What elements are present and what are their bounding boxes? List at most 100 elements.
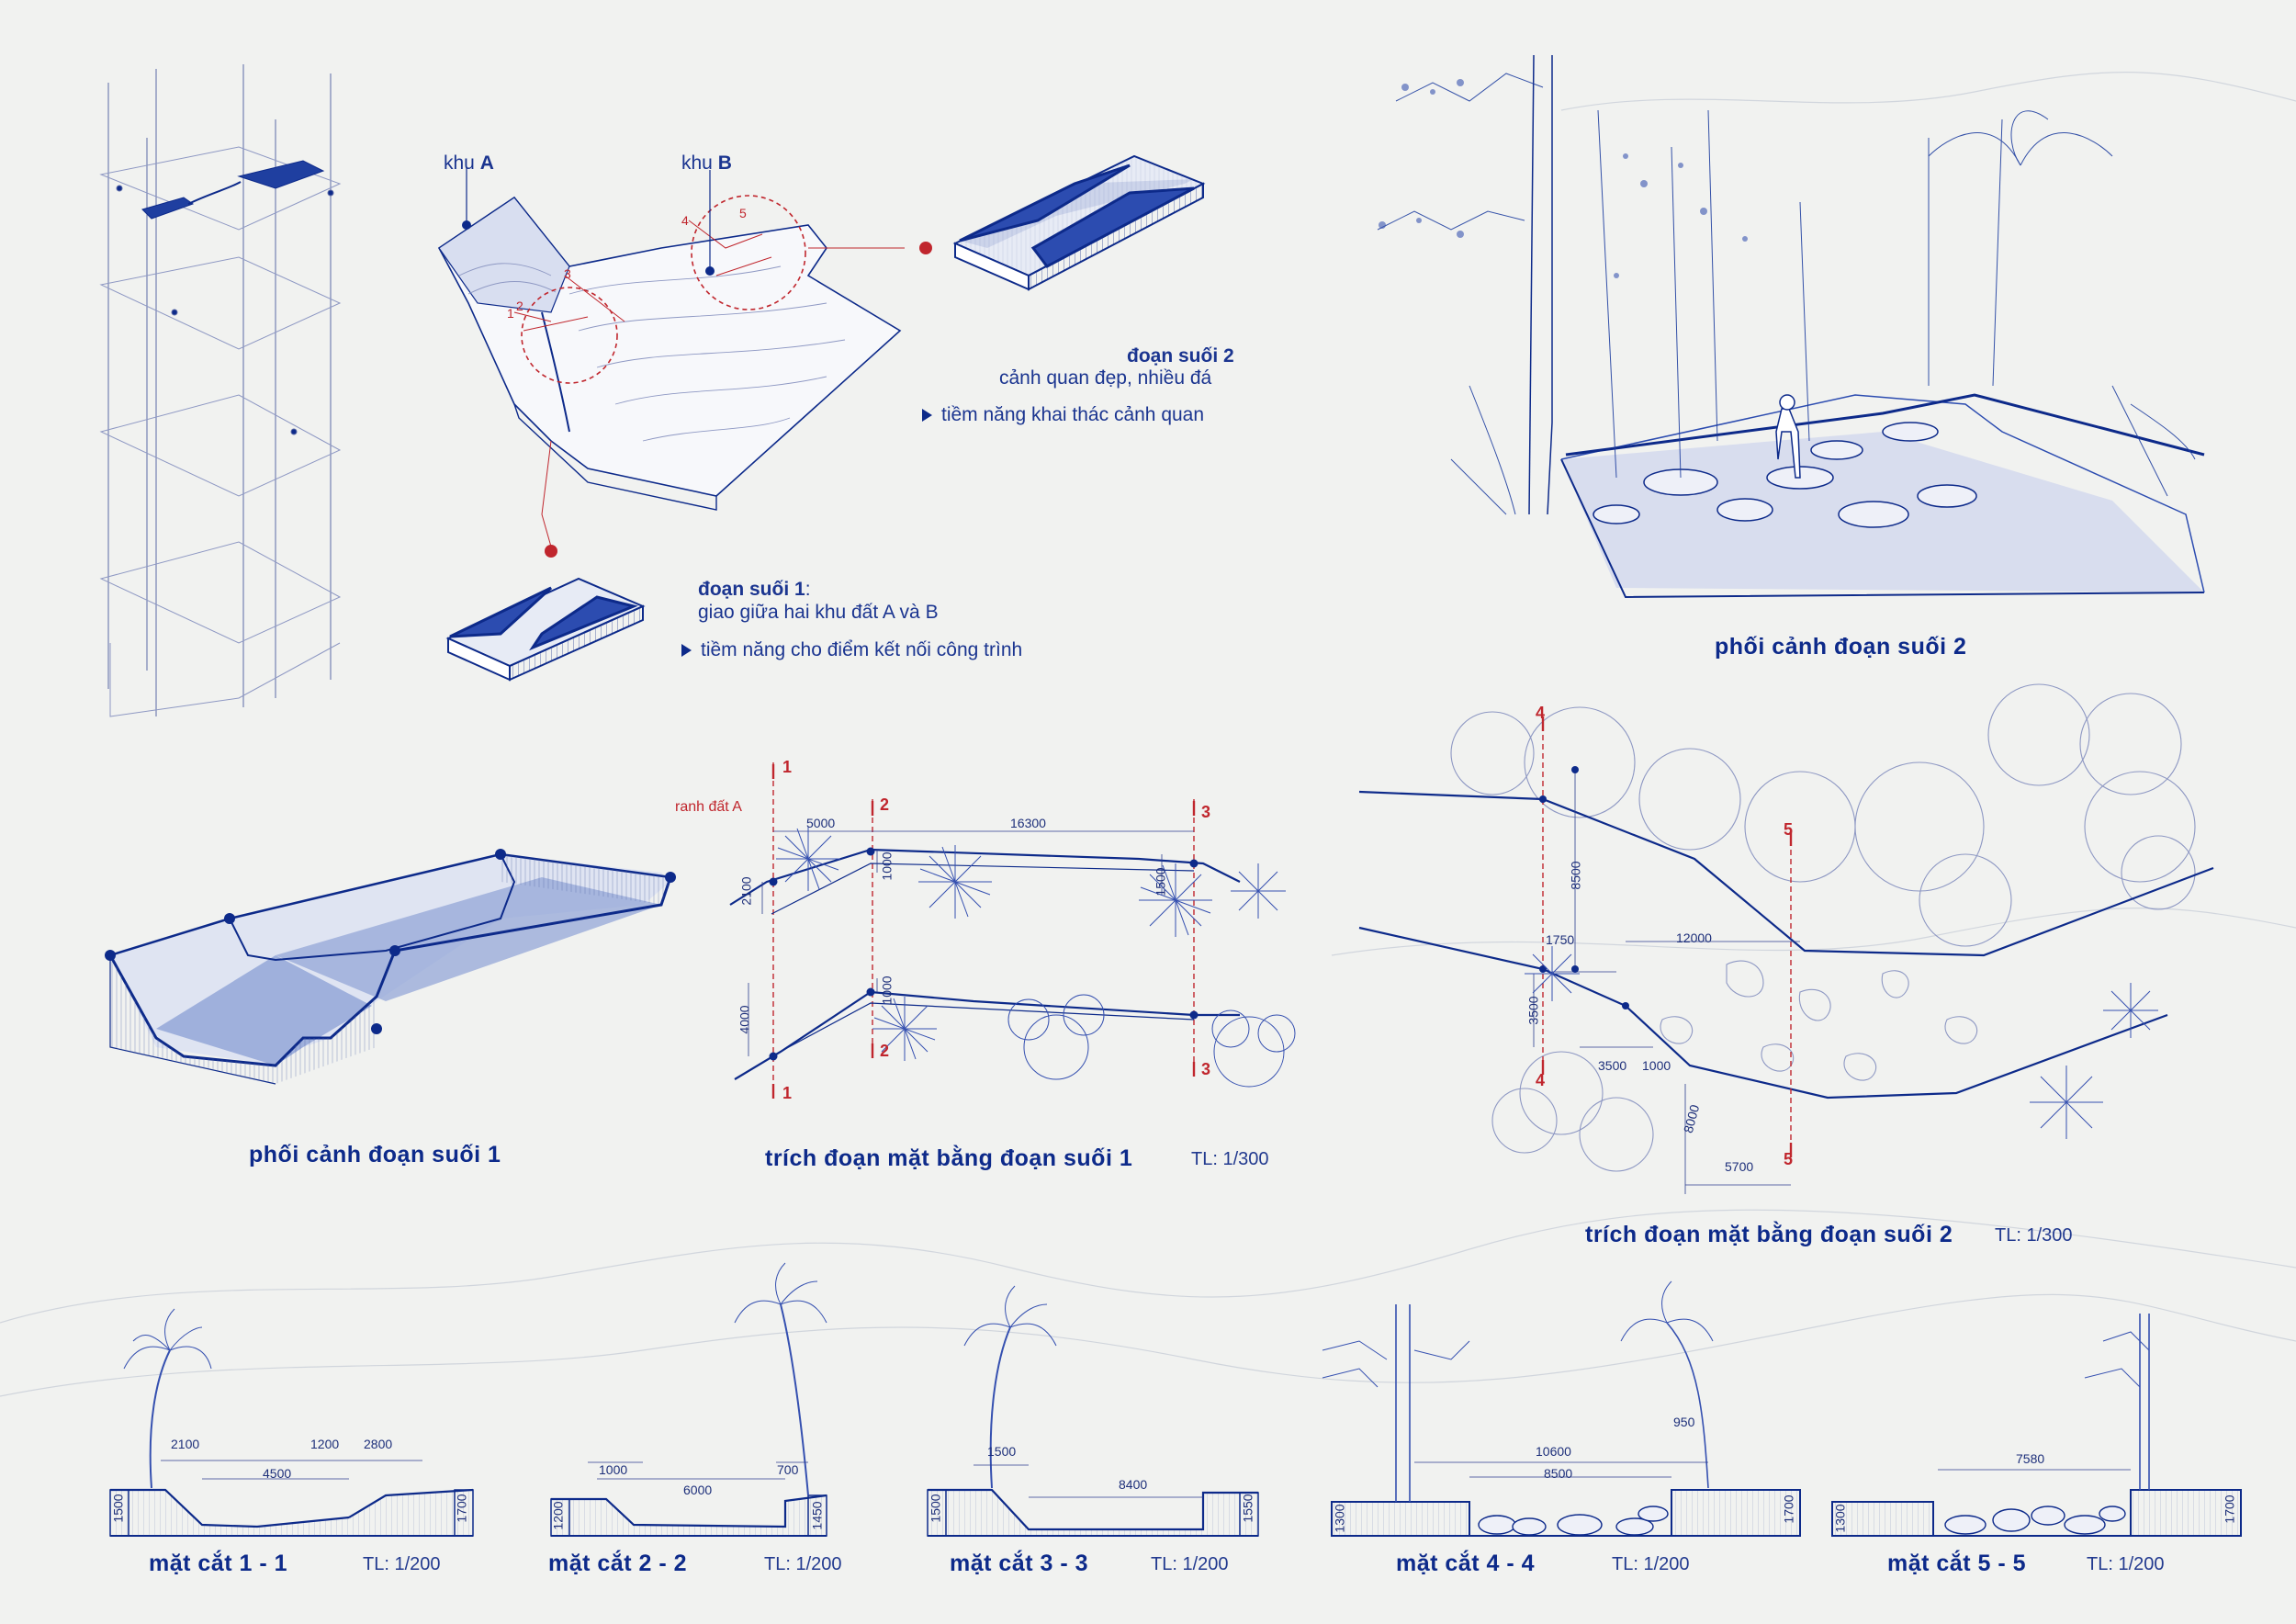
section-3-scale: TL: 1/200 [1151, 1554, 1229, 1574]
segment2-desc: cảnh quan đẹp, nhiều đá [999, 367, 1212, 389]
zone-b-label: khu B [681, 152, 732, 175]
plan2-mark-4-top: 4 [1536, 704, 1546, 722]
sec4-dim-10600: 10600 [1536, 1444, 1571, 1459]
segment1-potential: tiềm năng cho điểm kết nối công trình [701, 639, 1023, 660]
background-map [0, 72, 2296, 1397]
segment1-title: đoạn suối 1 [698, 579, 805, 600]
plan2-mark-5-top: 5 [1784, 820, 1794, 839]
sec1-dim-1200: 1200 [310, 1437, 340, 1451]
segment2-block [952, 154, 1206, 291]
sec1-dim-1700: 1700 [454, 1494, 469, 1523]
segment2-potential-row: tiềm năng khai thác cảnh quan [922, 404, 1204, 426]
segment2-potential: tiềm năng khai thác cảnh quan [941, 404, 1205, 425]
sec1-dim-2800: 2800 [364, 1437, 393, 1451]
sec1-dim-4500: 4500 [263, 1466, 292, 1481]
sec4-dim-8500: 8500 [1544, 1466, 1573, 1481]
sec3-dim-8400: 8400 [1119, 1477, 1148, 1492]
plan-1-plants [776, 827, 1296, 1088]
plan1-dim-2100: 2100 [738, 876, 754, 906]
plan1-boundary: ranh đất A [675, 799, 742, 815]
plan2-scale: TL: 1/300 [1995, 1225, 2073, 1246]
section-5-title: mặt cắt 5 - 5 [1887, 1551, 2027, 1576]
sec5-dim-1700: 1700 [2222, 1494, 2237, 1524]
plan1-scale: TL: 1/300 [1191, 1149, 1269, 1169]
plan1-dim-1000-top: 1000 [879, 851, 895, 881]
sec1-dim-2100: 2100 [171, 1437, 200, 1451]
section-4-drawing [1322, 1280, 1801, 1537]
perspective-1-sketch [105, 849, 676, 1085]
triangle-bullet-icon [922, 409, 932, 423]
persp2-caption: phối cảnh đoạn suối 2 [1715, 634, 1967, 660]
sec3-dim-1500-top: 1500 [987, 1444, 1017, 1459]
zone-a-letter: A [479, 152, 494, 174]
plan1-mark-1-top: 1 [782, 758, 793, 776]
sec1-dim-1500: 1500 [110, 1494, 126, 1523]
plan1-mark-3-top: 3 [1201, 803, 1211, 821]
plan2-dim-1000: 1000 [1642, 1058, 1671, 1073]
plan-1-drawing [729, 762, 1296, 1099]
sec2-dim-1200: 1200 [550, 1501, 566, 1530]
plan1-dim-4000: 4000 [737, 1005, 752, 1034]
sec4-dim-1300: 1300 [1332, 1504, 1347, 1533]
section-4-title: mặt cắt 4 - 4 [1396, 1551, 1536, 1576]
plan-2-drawing [1358, 683, 2214, 1194]
segment1-colon: : [805, 579, 811, 600]
sec5-dim-7580: 7580 [2016, 1451, 2045, 1466]
persp1-caption: phối cảnh đoạn suối 1 [249, 1142, 501, 1167]
plan2-dim-3500-horizontal: 3500 [1598, 1058, 1627, 1073]
sec4-dim-950: 950 [1673, 1415, 1695, 1429]
terrain-axonometric [437, 167, 932, 558]
sec4-dim-1700: 1700 [1781, 1494, 1796, 1524]
plan2-dim-5700: 5700 [1725, 1159, 1754, 1174]
section-1-title: mặt cắt 1 - 1 [149, 1551, 288, 1576]
sec3-dim-1500-side: 1500 [928, 1494, 943, 1523]
plan1-mark-2-top: 2 [880, 795, 890, 814]
sec2-dim-700: 700 [777, 1462, 799, 1477]
zone-prefix: khu [444, 152, 475, 174]
section-2-title: mặt cắt 2 - 2 [548, 1551, 688, 1576]
section-2-scale: TL: 1/200 [764, 1554, 842, 1574]
terrain-marker-1: 1 [507, 306, 514, 321]
section-5-drawing [1831, 1314, 2242, 1537]
plan1-mark-2-bottom: 2 [880, 1042, 890, 1060]
plan2-dim-3500-vertical: 3500 [1525, 996, 1541, 1025]
plan1-dim-1500: 1500 [1153, 867, 1168, 897]
terrain-marker-4: 4 [681, 213, 689, 228]
sec2-dim-6000: 6000 [683, 1483, 713, 1497]
plan1-mark-1-bottom: 1 [782, 1084, 793, 1102]
plan1-dim-1000-bottom: 1000 [879, 976, 895, 1005]
plan2-dim-1750: 1750 [1546, 932, 1575, 947]
plan2-mark-5-bottom: 5 [1784, 1150, 1794, 1168]
terrain-marker-5: 5 [739, 206, 747, 220]
zone-a-label: khu A [444, 152, 494, 175]
terrain-marker-2: 2 [516, 299, 523, 313]
perspective-2-sketch [1377, 54, 2205, 599]
section-1-drawing [109, 1308, 474, 1537]
sec2-dim-1000: 1000 [599, 1462, 628, 1477]
plan1-dim-5000: 5000 [806, 816, 836, 830]
triangle-bullet-icon [681, 644, 692, 658]
section-4-scale: TL: 1/200 [1612, 1554, 1690, 1574]
zone-b-letter: B [717, 152, 732, 174]
section-3-drawing [927, 1285, 1259, 1537]
exploded-axonometric [99, 64, 342, 717]
plan2-dim-8500: 8500 [1568, 861, 1583, 890]
plan1-dim-16300: 16300 [1010, 816, 1046, 830]
section-1-scale: TL: 1/200 [363, 1554, 441, 1574]
sec3-dim-1550: 1550 [1240, 1494, 1255, 1523]
sec2-dim-1450: 1450 [809, 1501, 825, 1530]
segment2-title: đoạn suối 2 [1127, 345, 1234, 367]
plan2-dim-12000: 12000 [1676, 930, 1712, 945]
segment1-desc: giao giữa hai khu đất A và B [698, 602, 939, 623]
zone-prefix: khu [681, 152, 713, 174]
plan1-mark-3-bottom: 3 [1201, 1060, 1211, 1078]
section-5-scale: TL: 1/200 [2087, 1554, 2165, 1574]
plan2-mark-4-bottom: 4 [1536, 1071, 1546, 1089]
sec5-dim-1300: 1300 [1832, 1504, 1848, 1533]
terrain-marker-3: 3 [564, 266, 571, 281]
segment1-title-row: đoạn suối 1: [698, 579, 811, 601]
plan1-title: trích đoạn mặt bằng đoạn suối 1 [765, 1145, 1133, 1171]
section-3-title: mặt cắt 3 - 3 [950, 1551, 1089, 1576]
